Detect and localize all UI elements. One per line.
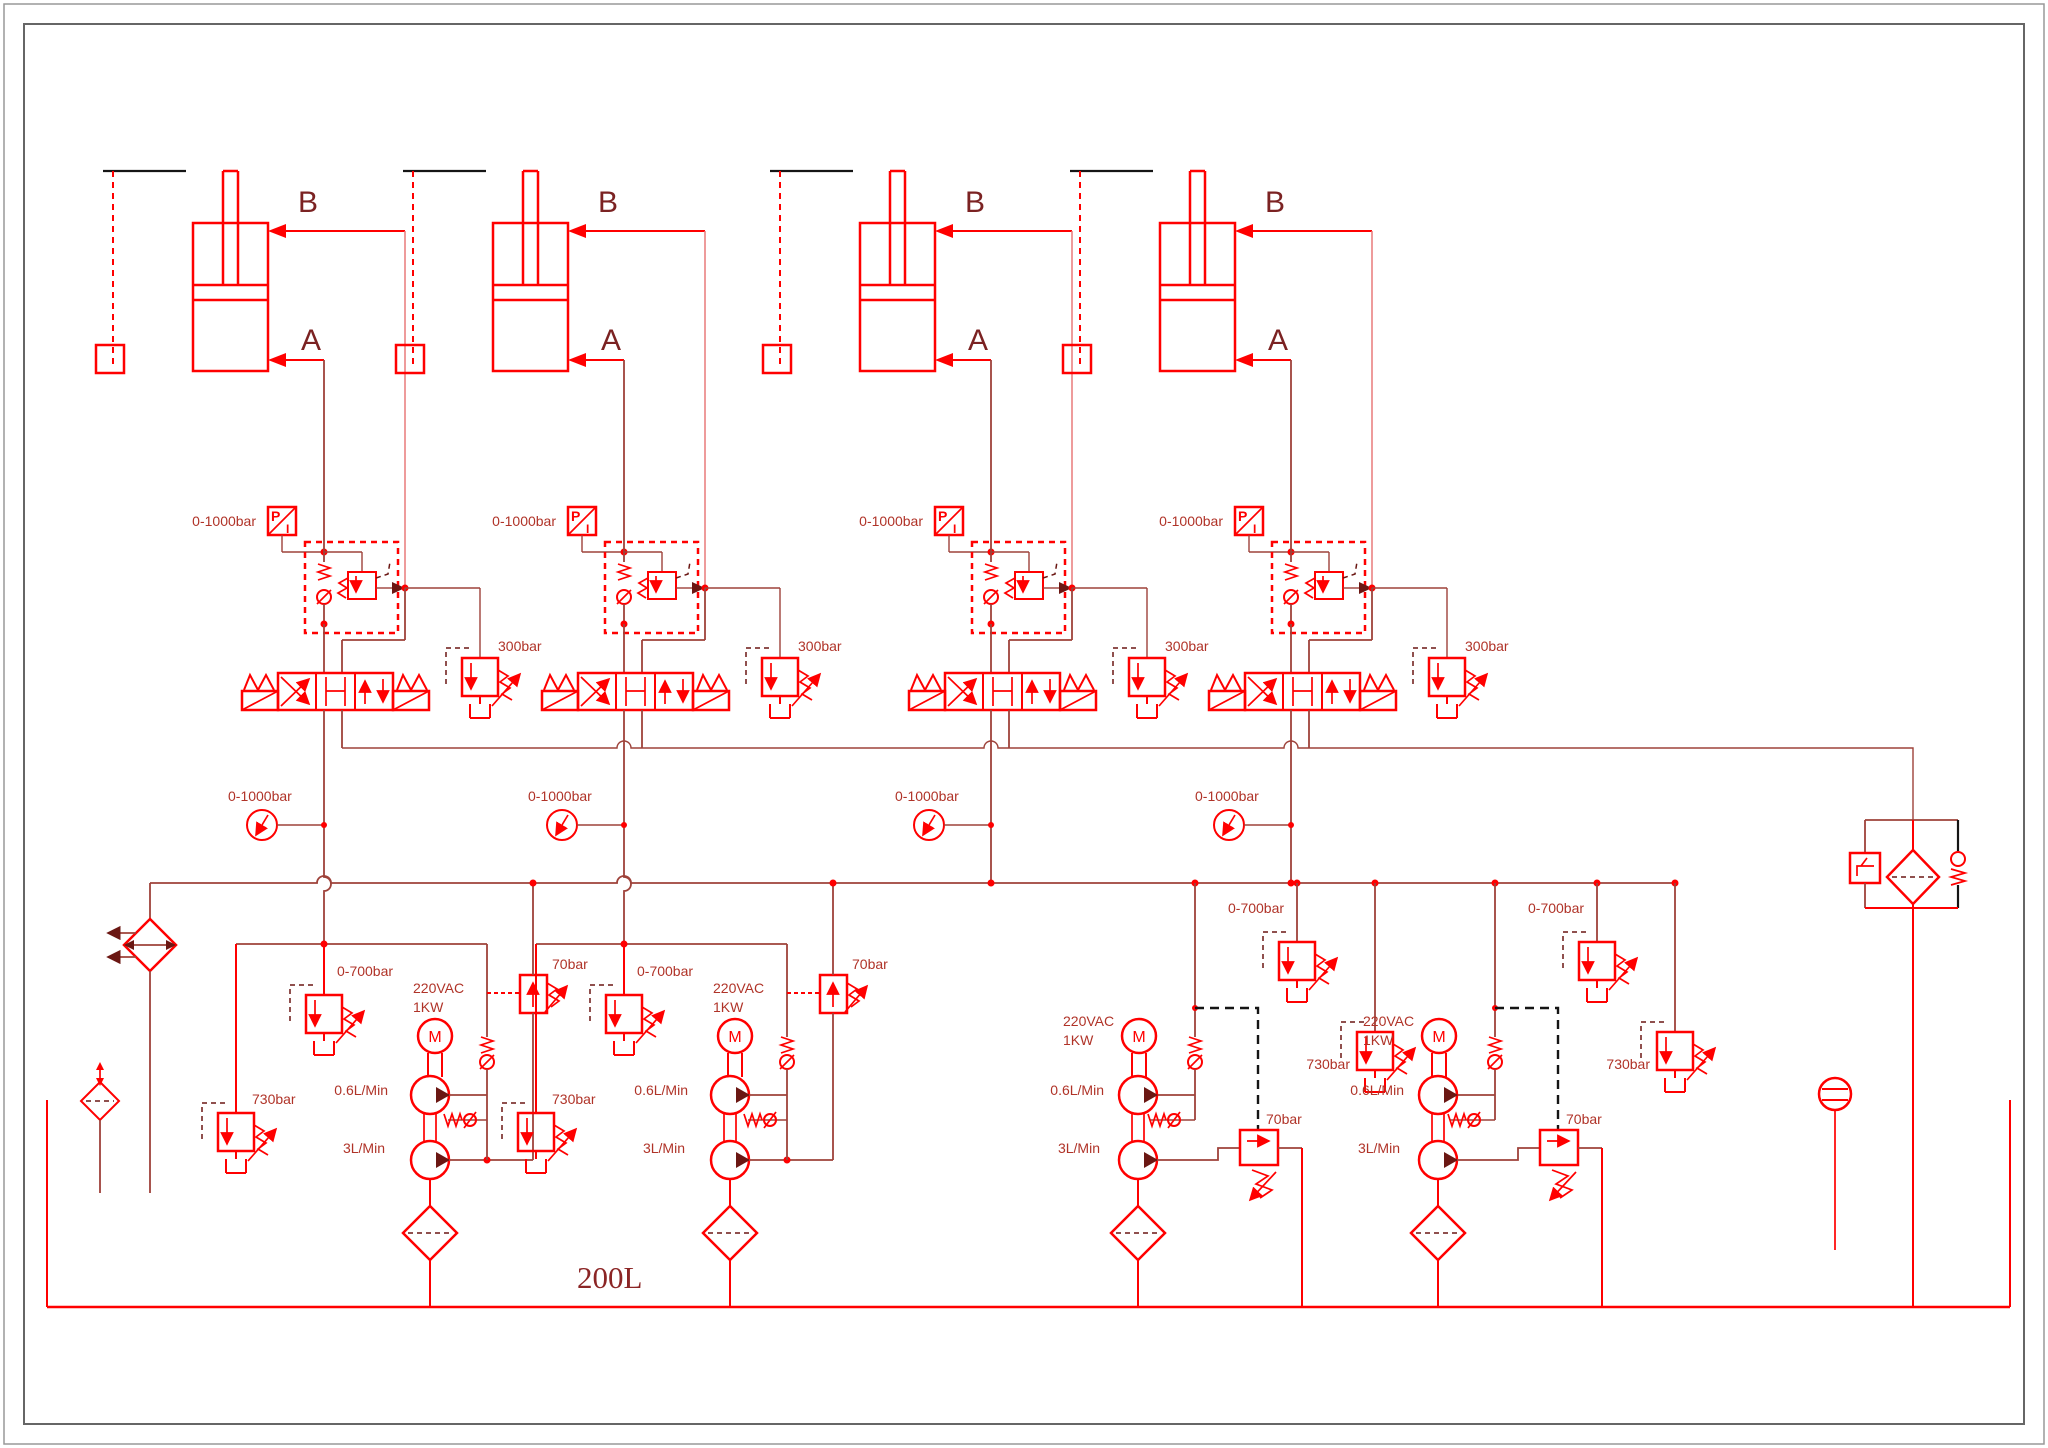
power-unit-4 — [1350, 880, 1715, 1308]
actuator-group-3 — [763, 171, 1209, 870]
return-filter-assembly — [1848, 819, 1969, 1307]
power-unit-1 — [202, 880, 588, 1308]
tank-capacity-label: 200L — [577, 1260, 642, 1295]
level-gauge — [1817, 1076, 1853, 1250]
cooler — [106, 883, 178, 1193]
reservoir-tank — [46, 1100, 2011, 1309]
p-ext-group-3 — [987, 870, 995, 887]
p-ext-group-4 — [1287, 870, 1295, 887]
power-unit-2 — [502, 880, 888, 1308]
p-ext-group-1 — [323, 869, 332, 945]
lower-bus-line — [150, 875, 1675, 884]
actuator-group-1 — [96, 171, 542, 870]
p-ext-group-2 — [623, 869, 632, 945]
clog-indicator — [1848, 851, 1882, 885]
t-return-bus — [342, 740, 1914, 820]
actuator-group-2 — [396, 171, 842, 870]
breather-filler — [79, 1062, 121, 1193]
drawing-frame — [3, 3, 2045, 1445]
bypass-check-valve — [1947, 851, 1969, 908]
actuator-group-4 — [1063, 171, 1509, 870]
